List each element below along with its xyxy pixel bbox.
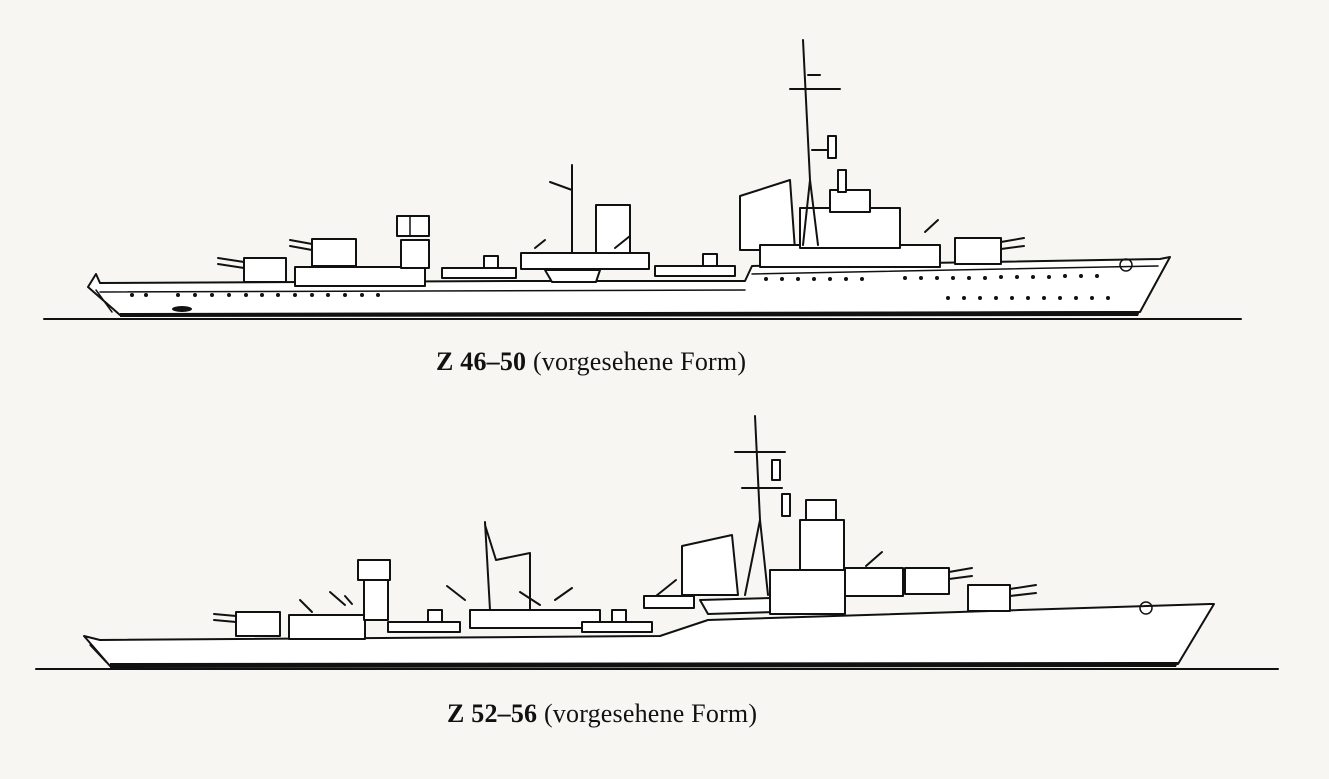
ship-note-2: (vorgesehene Form)	[543, 699, 758, 728]
ship-note-1: (vorgesehene Form)	[532, 347, 747, 376]
ship-designation-1: Z 46–50	[436, 347, 527, 376]
portholes-1	[130, 274, 1110, 300]
ship-designation-2: Z 52–56	[447, 699, 538, 728]
ship-caption-2: Z 52–56 (vorgesehene Form)	[447, 699, 757, 729]
mast-1	[789, 39, 841, 246]
ship-caption-1: Z 46–50 (vorgesehene Form)	[436, 347, 746, 377]
ship-z52-56-profile	[35, 415, 1279, 670]
mast-2	[734, 415, 786, 596]
ship-z46-50-profile	[43, 39, 1242, 320]
